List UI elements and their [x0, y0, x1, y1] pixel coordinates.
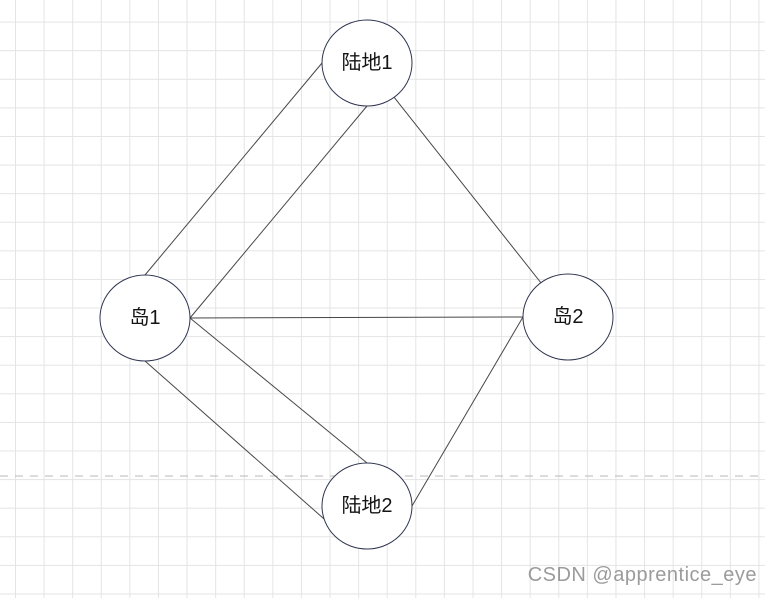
graph-node-circle-land2	[321, 462, 413, 550]
graph-node-island2: 岛2	[522, 273, 614, 361]
graph-edge-island1-land2-4	[189, 317, 368, 464]
graph-node-land2: 陆地2	[321, 462, 413, 550]
graph-node-label-land2: 陆地2	[341, 494, 392, 517]
graph-node-circle-land1	[321, 19, 413, 107]
graph-edge-island1-island2-3	[189, 316, 524, 319]
graph-node-circle-island2	[522, 273, 614, 361]
graph-node-label-land1: 陆地1	[341, 51, 392, 74]
graph-edge-island2-land2-6	[411, 316, 524, 507]
graph-edge-land1-island2-2	[366, 62, 569, 318]
graph-edge-land1-island1-0	[144, 62, 323, 276]
graph-node-island1: 岛1	[99, 274, 191, 362]
graph-node-label-island2: 岛2	[552, 305, 583, 328]
csdn-watermark: CSDN @apprentice_eye	[527, 564, 757, 586]
graph-node-circle-island1	[99, 274, 191, 362]
graph-edge-land1-island1-1	[189, 105, 368, 319]
graph-node-label-island1: 岛1	[129, 306, 160, 329]
graph-node-land1: 陆地1	[321, 19, 413, 107]
graph-edge-island1-land2-5	[144, 360, 341, 534]
